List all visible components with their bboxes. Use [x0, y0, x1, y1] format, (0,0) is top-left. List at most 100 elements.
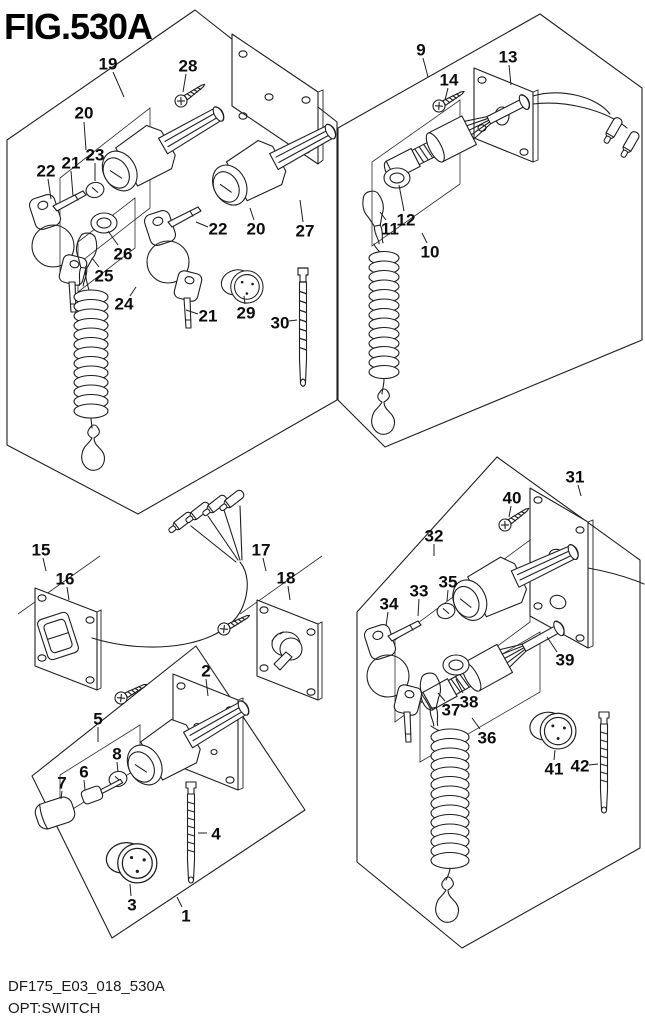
- leader-line-29: [243, 295, 246, 305]
- part-label-41: 41: [545, 760, 564, 779]
- leader-line-22: [47, 178, 52, 200]
- leader-line-8: [116, 761, 119, 773]
- assembly-single-ignition-switch: [34, 673, 260, 884]
- leader-line-38: [455, 678, 464, 694]
- keys-33-34: [362, 620, 424, 743]
- leader-line-28: [182, 73, 187, 93]
- assembly-dual-ignition-switch: [27, 33, 347, 471]
- part-label-37: 37: [442, 701, 461, 720]
- part-label-20: 20: [247, 220, 266, 239]
- assembly-knob-switch: [215, 599, 323, 701]
- part-label-7: 7: [57, 774, 66, 793]
- part-label-17: 17: [252, 541, 271, 560]
- part-label-21: 21: [199, 307, 218, 326]
- part-label-25: 25: [95, 267, 114, 286]
- leader-line-21: [70, 170, 74, 197]
- part-label-6: 6: [79, 763, 88, 782]
- leader-line-35: [446, 589, 449, 602]
- part-label-27: 27: [296, 222, 315, 241]
- leader-line-31: [577, 484, 582, 497]
- key-cover-7: [34, 796, 76, 830]
- part-label-23: 23: [86, 146, 105, 165]
- screw: [215, 609, 253, 638]
- leader-line-22: [195, 221, 209, 228]
- part-label-22: 22: [37, 162, 56, 181]
- leader-line-40: [508, 505, 512, 518]
- strap-4: [185, 781, 197, 884]
- footer: DF175_E03_018_530A OPT:SWITCH: [8, 976, 165, 1020]
- leader-line-11: [379, 211, 387, 221]
- strap-42: [598, 711, 610, 814]
- part-label-42: 42: [571, 757, 590, 776]
- leader-line-6: [83, 779, 86, 791]
- keys-21-22-right: [142, 206, 204, 329]
- leader-line-21: [185, 309, 199, 315]
- part-label-31: 31: [566, 468, 585, 487]
- leader-line-10: [421, 232, 428, 244]
- part-label-24: 24: [115, 295, 134, 314]
- part-label-19: 19: [99, 55, 118, 74]
- leader-line-41: [553, 749, 556, 761]
- drawing-subtitle: OPT:SWITCH: [8, 1000, 101, 1017]
- part-label-12: 12: [397, 211, 416, 230]
- leader-line-1: [176, 896, 183, 908]
- group-boxes: [17, 99, 541, 818]
- part-label-30: 30: [271, 314, 290, 333]
- part-label-36: 36: [478, 729, 497, 748]
- switch-cap-29: [218, 265, 264, 304]
- part-label-35: 35: [439, 573, 458, 592]
- leader-line-13: [508, 64, 512, 86]
- knob-switch: [271, 631, 303, 671]
- leader-line-36: [471, 717, 481, 730]
- part-label-4: 4: [211, 825, 221, 844]
- switch-cap-41: [526, 707, 577, 750]
- strap-30: [297, 267, 309, 387]
- nut-12: [383, 167, 411, 189]
- part-label-11: 11: [381, 220, 399, 239]
- part-label-8: 8: [112, 745, 121, 764]
- part-label-20: 20: [75, 104, 94, 123]
- key-6: [80, 778, 124, 805]
- rocker-switch: [37, 611, 79, 661]
- washer-35: [434, 600, 458, 622]
- leader-line-26: [107, 230, 119, 246]
- leader-line-27: [299, 199, 304, 223]
- leader-line-12: [398, 184, 405, 212]
- part-label-39: 39: [556, 651, 575, 670]
- assembly-panel-switch: [34, 488, 248, 691]
- nut-38: [442, 654, 470, 676]
- leader-line-15: [42, 557, 47, 572]
- leader-line-3: [129, 883, 132, 897]
- snap-hook: [81, 424, 105, 471]
- leader-line-42: [588, 763, 599, 766]
- leader-line-9: [422, 57, 429, 78]
- part-label-1: 1: [181, 907, 190, 926]
- part-label-18: 18: [277, 569, 296, 588]
- leader-line-33: [417, 598, 420, 617]
- bullet-terminal: [618, 129, 641, 160]
- bullet-terminal: [601, 115, 624, 146]
- assembly-stop-switch: [359, 67, 641, 435]
- lanyard-coil: [430, 725, 470, 881]
- leader-line-24: [129, 286, 137, 297]
- assembly-combo-switch: [362, 487, 645, 923]
- leader-line-20: [249, 207, 255, 221]
- lanyard-coil: [73, 265, 109, 429]
- lead-wire: [587, 567, 645, 585]
- part-label-22: 22: [209, 220, 228, 239]
- part-label-16: 16: [56, 570, 75, 589]
- part-label-38: 38: [460, 693, 479, 712]
- part-label-9: 9: [416, 41, 425, 60]
- part-label-15: 15: [32, 541, 51, 560]
- figure-title: FIG.530A: [4, 6, 153, 47]
- part-label-33: 33: [410, 582, 429, 601]
- part-label-10: 10: [421, 243, 440, 262]
- leader-line-7: [60, 790, 63, 800]
- lanyard-coil: [368, 243, 400, 395]
- part-label-40: 40: [503, 489, 522, 508]
- part-label-2: 2: [201, 662, 210, 681]
- part-label-13: 13: [499, 48, 518, 67]
